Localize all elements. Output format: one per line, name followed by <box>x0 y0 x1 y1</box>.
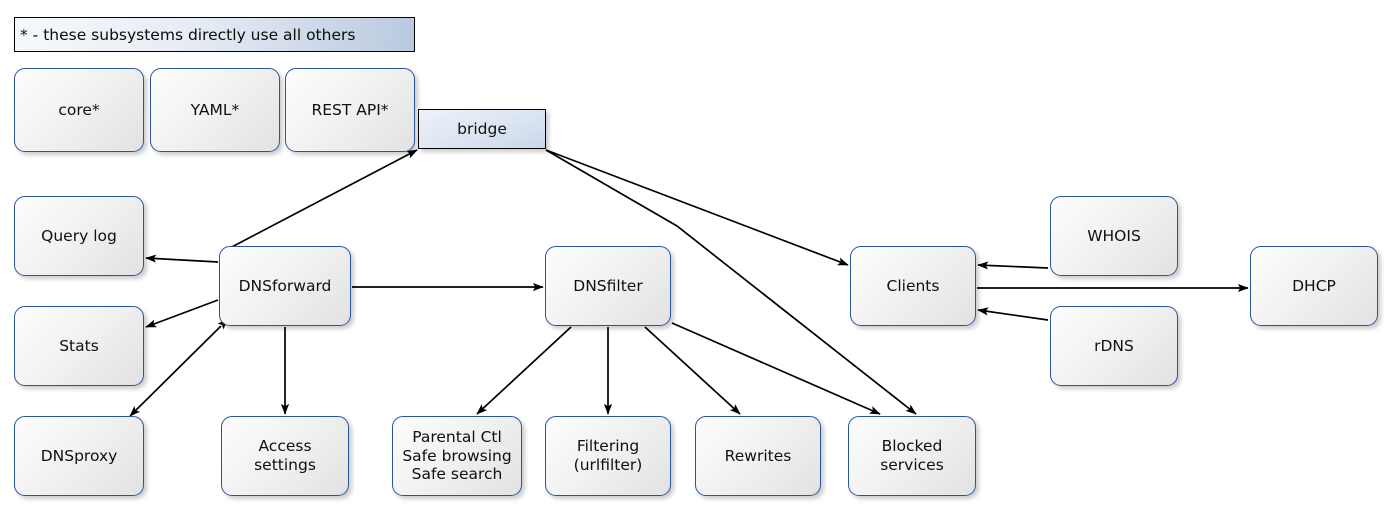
edge-dnsforward-to-querylog <box>145 254 219 263</box>
node-label-blocked: Blocked services <box>880 437 944 474</box>
node-blocked[interactable]: Blocked services <box>848 416 976 496</box>
node-label-whois: WHOIS <box>1087 226 1141 245</box>
edge-whois-to-clients <box>977 261 1049 270</box>
node-filtering[interactable]: Filtering (urlfilter) <box>545 416 671 496</box>
edge-dnsforward-to-bridge <box>225 149 418 251</box>
node-stats[interactable]: Stats <box>14 306 144 386</box>
node-core[interactable]: core* <box>14 68 144 152</box>
node-label-querylog: Query log <box>41 226 117 245</box>
node-querylog[interactable]: Query log <box>14 196 144 276</box>
node-label-stats: Stats <box>59 336 99 355</box>
edge-rdns-to-clients <box>977 307 1049 321</box>
edge-dnsfilter-to-rewrites <box>644 326 741 415</box>
node-dnsforward[interactable]: DNSforward <box>219 246 351 326</box>
node-label-dhcp: DHCP <box>1292 276 1336 295</box>
node-label-clients: Clients <box>886 276 940 295</box>
legend-note: * - these subsystems directly use all ot… <box>14 17 415 52</box>
edge-dnsforward-to-stats <box>145 299 219 328</box>
node-whois[interactable]: WHOIS <box>1050 196 1178 276</box>
node-dhcp[interactable]: DHCP <box>1250 246 1378 326</box>
node-label-rdns: rDNS <box>1094 336 1134 355</box>
node-label-dnsproxy: DNSproxy <box>40 446 118 465</box>
node-label-parental: Parental Ctl Safe browsing Safe search <box>402 427 512 484</box>
node-bridge[interactable]: bridge <box>418 109 546 149</box>
edge-dnsfilter-to-parental <box>476 326 572 415</box>
node-label-dnsfilter: DNSfilter <box>573 276 643 295</box>
edge-dnsfilter-to-blocked <box>671 322 881 415</box>
node-rdns[interactable]: rDNS <box>1050 306 1178 386</box>
node-label-rewrites: Rewrites <box>724 446 792 465</box>
node-clients[interactable]: Clients <box>850 246 976 326</box>
legend-note-text: * - these subsystems directly use all ot… <box>20 25 356 44</box>
node-label-dnsforward: DNSforward <box>238 276 332 295</box>
node-label-filtering: Filtering (urlfilter) <box>573 437 643 474</box>
node-label-access: Access settings <box>254 437 316 474</box>
node-dnsfilter[interactable]: DNSfilter <box>545 246 671 326</box>
node-label-bridge: bridge <box>457 119 507 138</box>
node-parental[interactable]: Parental Ctl Safe browsing Safe search <box>392 416 522 496</box>
node-label-core: core* <box>58 100 100 119</box>
node-yaml[interactable]: YAML* <box>150 68 280 152</box>
node-label-yaml: YAML* <box>190 100 240 119</box>
node-restapi[interactable]: REST API* <box>285 68 415 152</box>
node-access[interactable]: Access settings <box>221 416 349 496</box>
node-dnsproxy[interactable]: DNSproxy <box>14 416 144 496</box>
node-rewrites[interactable]: Rewrites <box>695 416 821 496</box>
node-label-restapi: REST API* <box>311 100 389 119</box>
